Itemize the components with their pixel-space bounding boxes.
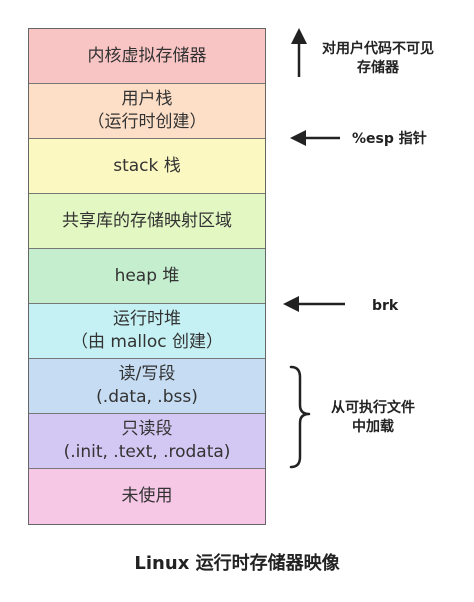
brk-left-arrow-icon (283, 296, 345, 312)
esp-left-arrow-icon (290, 130, 340, 146)
up-arrow-icon (291, 28, 307, 77)
segment-sublabel: (.init, .text, .rodata) (63, 442, 231, 462)
annotation-brk: brk (372, 298, 399, 314)
annotation-line: 从可执行文件 (331, 400, 415, 416)
segment-label: 读/写段 (118, 364, 176, 384)
segment-heap: heap 堆 (29, 249, 265, 304)
segment-sublabel: (.data, .bss) (96, 387, 198, 407)
annotation-line: 对用户代码不可见 (322, 41, 434, 57)
segment-label: stack 栈 (113, 155, 181, 176)
segment-stack: stack 栈 (29, 139, 265, 194)
segment-label: 运行时堆 (113, 309, 181, 329)
segment-unused: 未使用 (29, 469, 265, 524)
segment-runtime-heap: 运行时堆 （由 malloc 创建） (29, 304, 265, 359)
annotation-user-invisible: 对用户代码不可见 存储器 (318, 40, 438, 78)
segment-sublabel: （运行时创建） (87, 112, 207, 132)
annotation-line: 中加载 (352, 419, 394, 435)
curly-brace-icon (289, 365, 311, 469)
segment-label: 用户栈 (121, 89, 173, 109)
segment-label: 未使用 (121, 486, 173, 506)
segment-label: 只读段 (121, 419, 173, 439)
segment-user-stack: 用户栈 （运行时创建） (29, 84, 265, 139)
segment-read-write: 读/写段 (.data, .bss) (29, 359, 265, 414)
diagram-caption: Linux 运行时存储器映像 (134, 553, 340, 574)
annotation-line: 存储器 (357, 60, 399, 76)
annotation-loaded-from-file: 从可执行文件 中加载 (318, 399, 428, 437)
segment-label: heap 堆 (114, 265, 180, 286)
segment-read-only: 只读段 (.init, .text, .rodata) (29, 414, 265, 469)
segment-label: 共享库的存储映射区域 (62, 210, 232, 231)
segment-sublabel: （由 malloc 创建） (71, 332, 223, 352)
memory-layout-stack: 内核虚拟存储器 用户栈 （运行时创建） stack 栈 共享库的存储映射区域 h… (28, 28, 266, 525)
annotation-esp-pointer: %esp 指针 (352, 131, 427, 147)
segment-kernel-virtual-memory: 内核虚拟存储器 (29, 29, 265, 84)
segment-label: 内核虚拟存储器 (87, 45, 207, 66)
segment-shared-libraries: 共享库的存储映射区域 (29, 194, 265, 249)
